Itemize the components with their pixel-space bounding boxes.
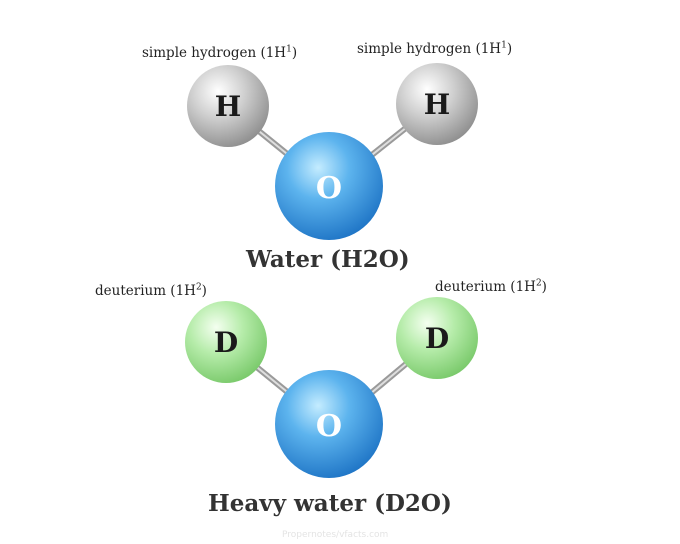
- heavy-water-right-label-text: deuterium (1H: [435, 279, 536, 295]
- water-left-isotope-label: simple hydrogen (1H1): [142, 45, 297, 61]
- heavy-water-left-label-superscript: 2: [195, 282, 202, 293]
- heavy-water-oxygen-atom: O: [275, 370, 383, 478]
- water-right-isotope-label: simple hydrogen (1H1): [357, 41, 512, 57]
- heavy-water-right-label-close: ): [541, 279, 547, 295]
- heavy-water-left-label-close: ): [201, 283, 207, 299]
- water-right-label-superscript: 1: [501, 40, 507, 51]
- water-right-label-text: simple hydrogen (1H: [357, 41, 502, 57]
- water-left-atom-symbol: H: [215, 90, 241, 123]
- water-left-label-text: simple hydrogen (1H: [142, 45, 287, 61]
- water-oxygen-atom: O: [275, 132, 383, 240]
- water-right-atom-symbol: H: [424, 88, 450, 121]
- heavy-water-left-atom-symbol: D: [214, 326, 238, 359]
- watermark: Propernotes/vfacts.com: [282, 530, 389, 540]
- water-left-label-superscript: 1: [286, 44, 292, 55]
- water-molecule: H H O: [187, 63, 478, 240]
- water-left-hydrogen-atom: H: [187, 65, 269, 147]
- water-caption: Water (H2O): [246, 246, 410, 273]
- heavy-water-left-label-text: deuterium (1H: [95, 283, 196, 299]
- heavy-water-right-isotope-label: deuterium (1H2): [435, 279, 547, 295]
- heavy-water-caption: Heavy water (D2O): [208, 490, 452, 517]
- heavy-water-right-deuterium-atom: D: [396, 297, 478, 379]
- heavy-water-oxygen-symbol: O: [316, 409, 342, 444]
- heavy-water-right-atom-symbol: D: [425, 322, 449, 355]
- heavy-water-right-label-superscript: 2: [535, 278, 542, 289]
- water-oxygen-symbol: O: [316, 171, 342, 206]
- heavy-water-molecule: D D O: [185, 297, 478, 478]
- heavy-water-left-deuterium-atom: D: [185, 301, 267, 383]
- water-right-label-close: ): [506, 41, 513, 57]
- heavy-water-left-isotope-label: deuterium (1H2): [95, 283, 207, 299]
- water-left-label-close: ): [291, 45, 298, 61]
- water-right-hydrogen-atom: H: [396, 63, 478, 145]
